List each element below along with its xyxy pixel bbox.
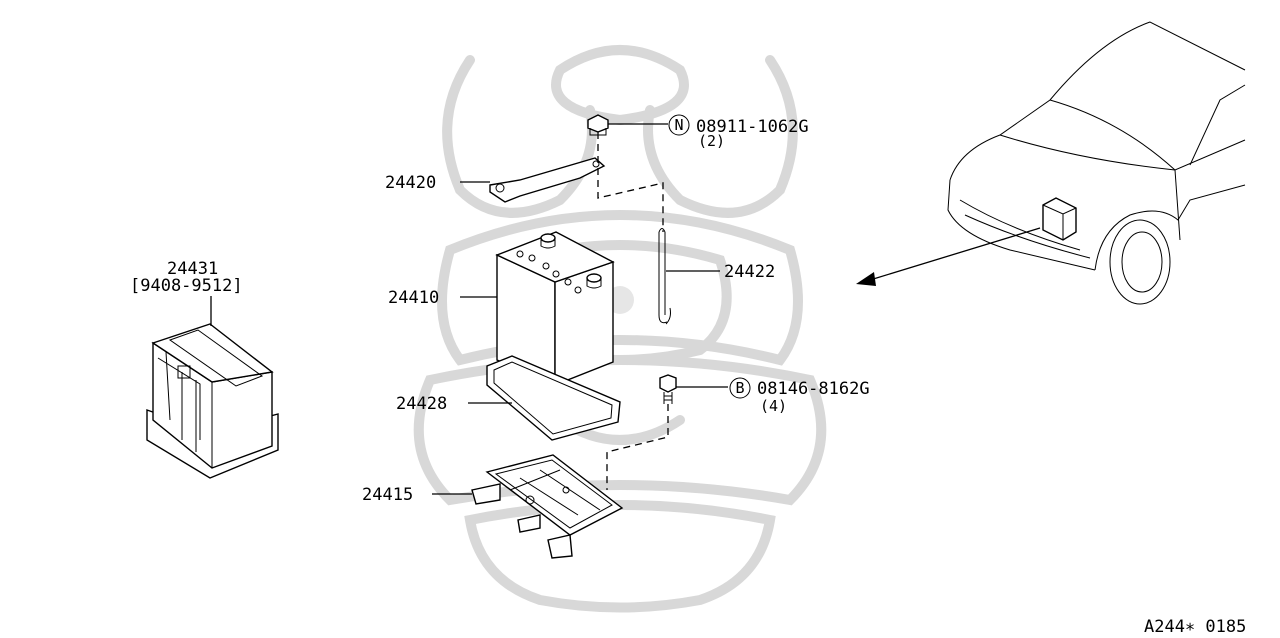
bolt-icon	[659, 374, 677, 404]
battery-24431-illustration	[146, 323, 279, 479]
nut-symbol: N	[674, 116, 683, 134]
nut-part-code: 08911-1062G	[696, 117, 809, 137]
battery-tray-24415	[471, 454, 624, 559]
battery-hold-bracket-24420	[489, 157, 606, 203]
bolt-part-code: 08146-8162G	[757, 379, 870, 399]
part-number-24431: 24431	[167, 259, 218, 279]
part-range-24431: [9408-9512]	[130, 276, 243, 296]
bolt-symbol: B	[735, 379, 744, 397]
part-number-24415: 24415	[362, 485, 413, 505]
part-number-24428: 24428	[396, 394, 447, 414]
car-front-icon	[947, 21, 1246, 305]
diagram-code: A244∗ 0185	[1144, 617, 1246, 637]
part-number-24410: 24410	[388, 288, 439, 308]
part-number-24420: 24420	[385, 173, 436, 193]
nut-quantity: (2)	[698, 132, 725, 150]
bolt-symbol-circle	[729, 377, 751, 399]
nut-symbol-circle	[668, 114, 690, 136]
samurai-helmet-watermark-icon	[413, 45, 827, 613]
battery-hold-rod-24422	[658, 228, 671, 325]
battery-tray-mat-24428	[486, 355, 621, 441]
bolt-quantity: (4)	[760, 397, 787, 415]
battery-icon	[495, 231, 615, 387]
part-number-24422: 24422	[724, 262, 775, 282]
